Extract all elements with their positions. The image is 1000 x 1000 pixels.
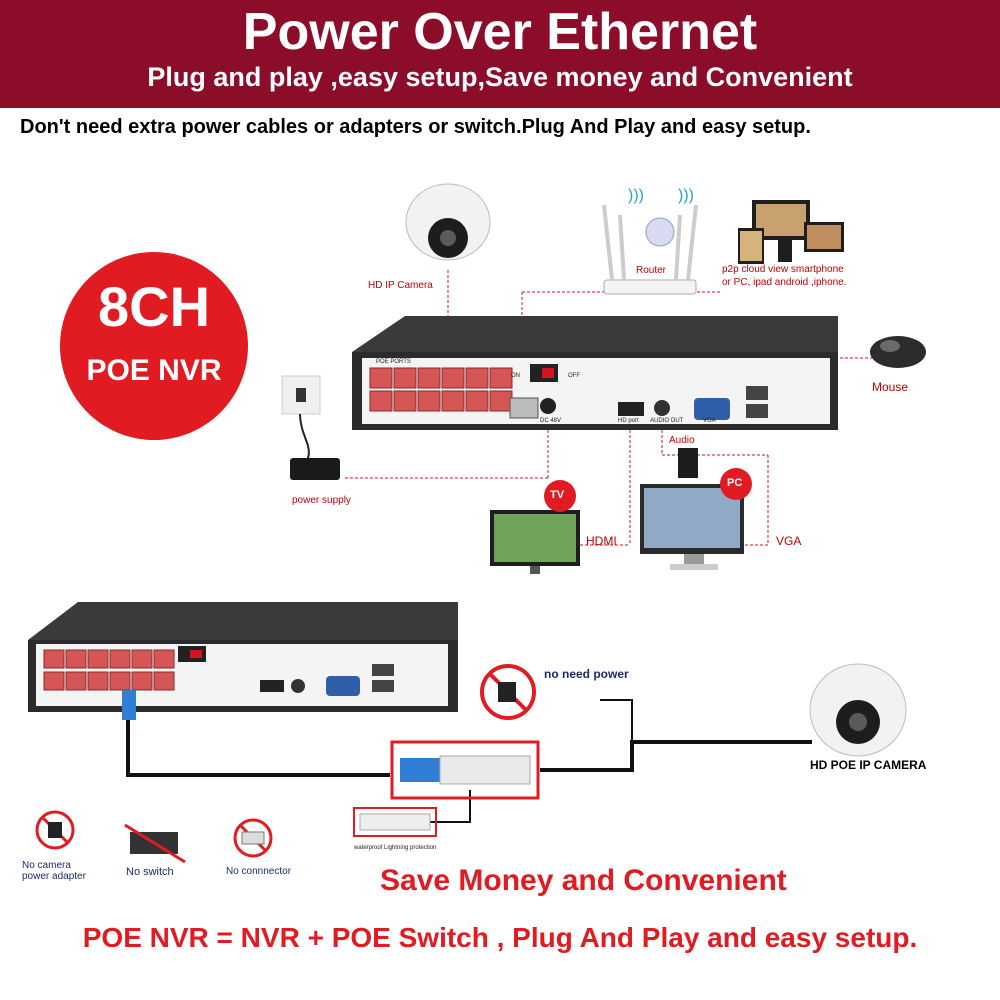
tv-device (490, 480, 580, 574)
power-label: power supply (292, 495, 351, 506)
connector-box (390, 740, 540, 800)
usb-port-1 (746, 386, 768, 400)
power-supply (281, 375, 340, 480)
no-connector-icon (233, 818, 273, 858)
nvr-poe-ports-label: POE PORTS (376, 359, 411, 365)
nvr-off-label: OFF (568, 373, 580, 379)
bottom-diagram (28, 602, 907, 864)
nvr-bottom (28, 602, 458, 712)
dome-camera-top (405, 183, 491, 261)
page-title: Power Over Ethernet (242, 3, 758, 61)
no-switch-icon (124, 823, 186, 864)
page-subtitle: Plug and play ,easy setup,Save money and… (147, 62, 853, 92)
poe-port-block (369, 367, 513, 412)
hdmi-port (618, 402, 644, 416)
audio-port (654, 400, 670, 416)
waterproof-box (353, 807, 437, 837)
no-switch-label: No switch (126, 866, 174, 878)
audio-label: Audio (669, 435, 695, 446)
vga-port (694, 398, 730, 420)
nvr-on-label: ON (511, 373, 520, 379)
no-power-icon (480, 664, 536, 720)
cable-line (126, 720, 390, 777)
nvr-top (352, 316, 838, 430)
camera-cable (540, 740, 812, 772)
pc-device (640, 468, 752, 570)
mouse-label: Mouse (872, 380, 909, 394)
speaker-device (678, 448, 698, 478)
nvr-dc-label: DC 48V (540, 418, 562, 424)
no-adapter-label-2: power adapter (22, 871, 86, 882)
pc-badge: PC (727, 477, 743, 489)
mouse-device (870, 336, 926, 368)
hd-poe-camera-label: HD POE IP CAMERA (810, 758, 927, 772)
channel-badge: 8CH POE NVR (60, 252, 248, 440)
hdmi-label: HDMI (586, 534, 617, 548)
intro-text: Don't need extra power cables or adapter… (20, 116, 811, 138)
badge-model: POE NVR (86, 354, 222, 387)
usb-port-2 (746, 404, 768, 418)
router-label: Router (636, 265, 667, 276)
tv-badge: TV (550, 489, 565, 501)
poe-port-block-bottom (43, 649, 175, 691)
badge-channels: 8CH (97, 275, 211, 338)
save-money-heading: Save Money and Convenient (380, 864, 787, 897)
header-banner (0, 0, 1000, 108)
waterproof-label: waterproof Lightning protection (354, 845, 437, 851)
wifi-icon: ))) (678, 187, 694, 204)
p2p-label-1: p2p cloud view smartphone (722, 264, 844, 275)
vga-label: VGA (776, 534, 802, 548)
no-connector-label: No connnector (226, 866, 292, 877)
router: ))) ))) (602, 187, 698, 295)
p2p-label-2: or PC, ipad android ,iphone. (722, 277, 847, 288)
no-power-label: no need power (544, 667, 629, 681)
no-adapter-icon (35, 810, 75, 850)
dc-jack (540, 398, 556, 414)
dome-camera-bottom (809, 663, 907, 757)
top-diagram: ))) ))) (281, 183, 926, 574)
camera-label: HD IP Camera (368, 280, 433, 291)
wifi-icon: ))) (628, 187, 644, 204)
formula-text: POE NVR = NVR + POE Switch , Plug And Pl… (82, 922, 918, 953)
lan-port (509, 397, 539, 419)
blue-connector (122, 690, 136, 720)
nvr-hd-port-label: HD port (618, 418, 639, 424)
nvr-vga-label: VGA (703, 418, 716, 424)
nvr-audio-out-label: AUDIO OUT (650, 418, 684, 424)
no-adapter-label-1: No camera (22, 860, 71, 871)
devices-group (738, 200, 844, 264)
